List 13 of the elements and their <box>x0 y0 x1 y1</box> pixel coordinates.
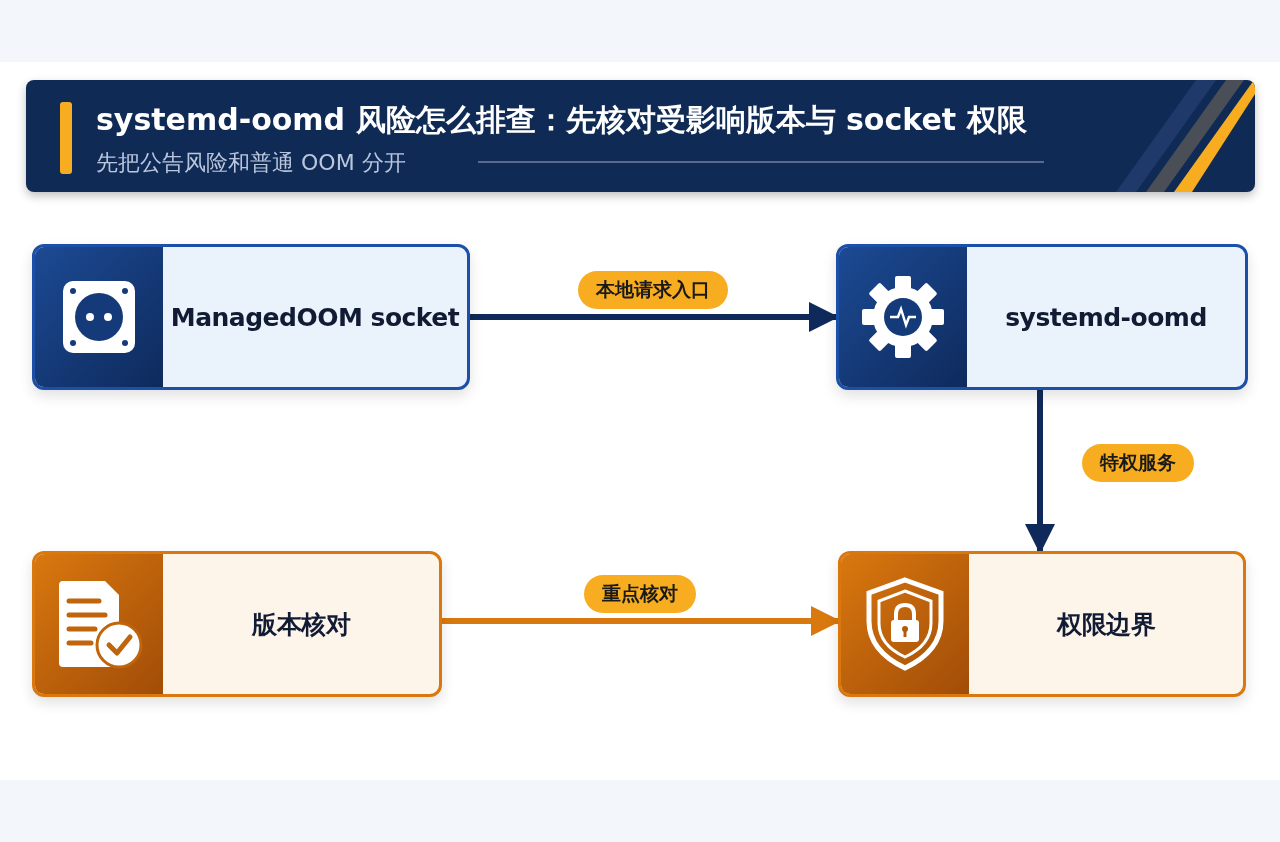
process-box <box>32 244 470 390</box>
process-box <box>836 244 1248 390</box>
edge-label: 本地请求入口 <box>578 271 728 309</box>
title: systemd-oomd 风险怎么排查：先核对受影响版本与 socket 权限 <box>96 101 1027 139</box>
node-label: 权限边界 <box>1057 608 1155 641</box>
node-label: systemd-oomd <box>1005 302 1207 332</box>
subtitle: 先把公告风险和普通 OOM 分开 <box>96 149 406 177</box>
edge-label: 特权服务 <box>1082 443 1194 482</box>
node-label: 版本核对 <box>252 608 350 641</box>
node-label: ManagedOOM socket <box>170 302 460 332</box>
process-box <box>32 551 442 697</box>
edge-label: 重点核对 <box>584 575 696 613</box>
process-box <box>838 551 1246 697</box>
